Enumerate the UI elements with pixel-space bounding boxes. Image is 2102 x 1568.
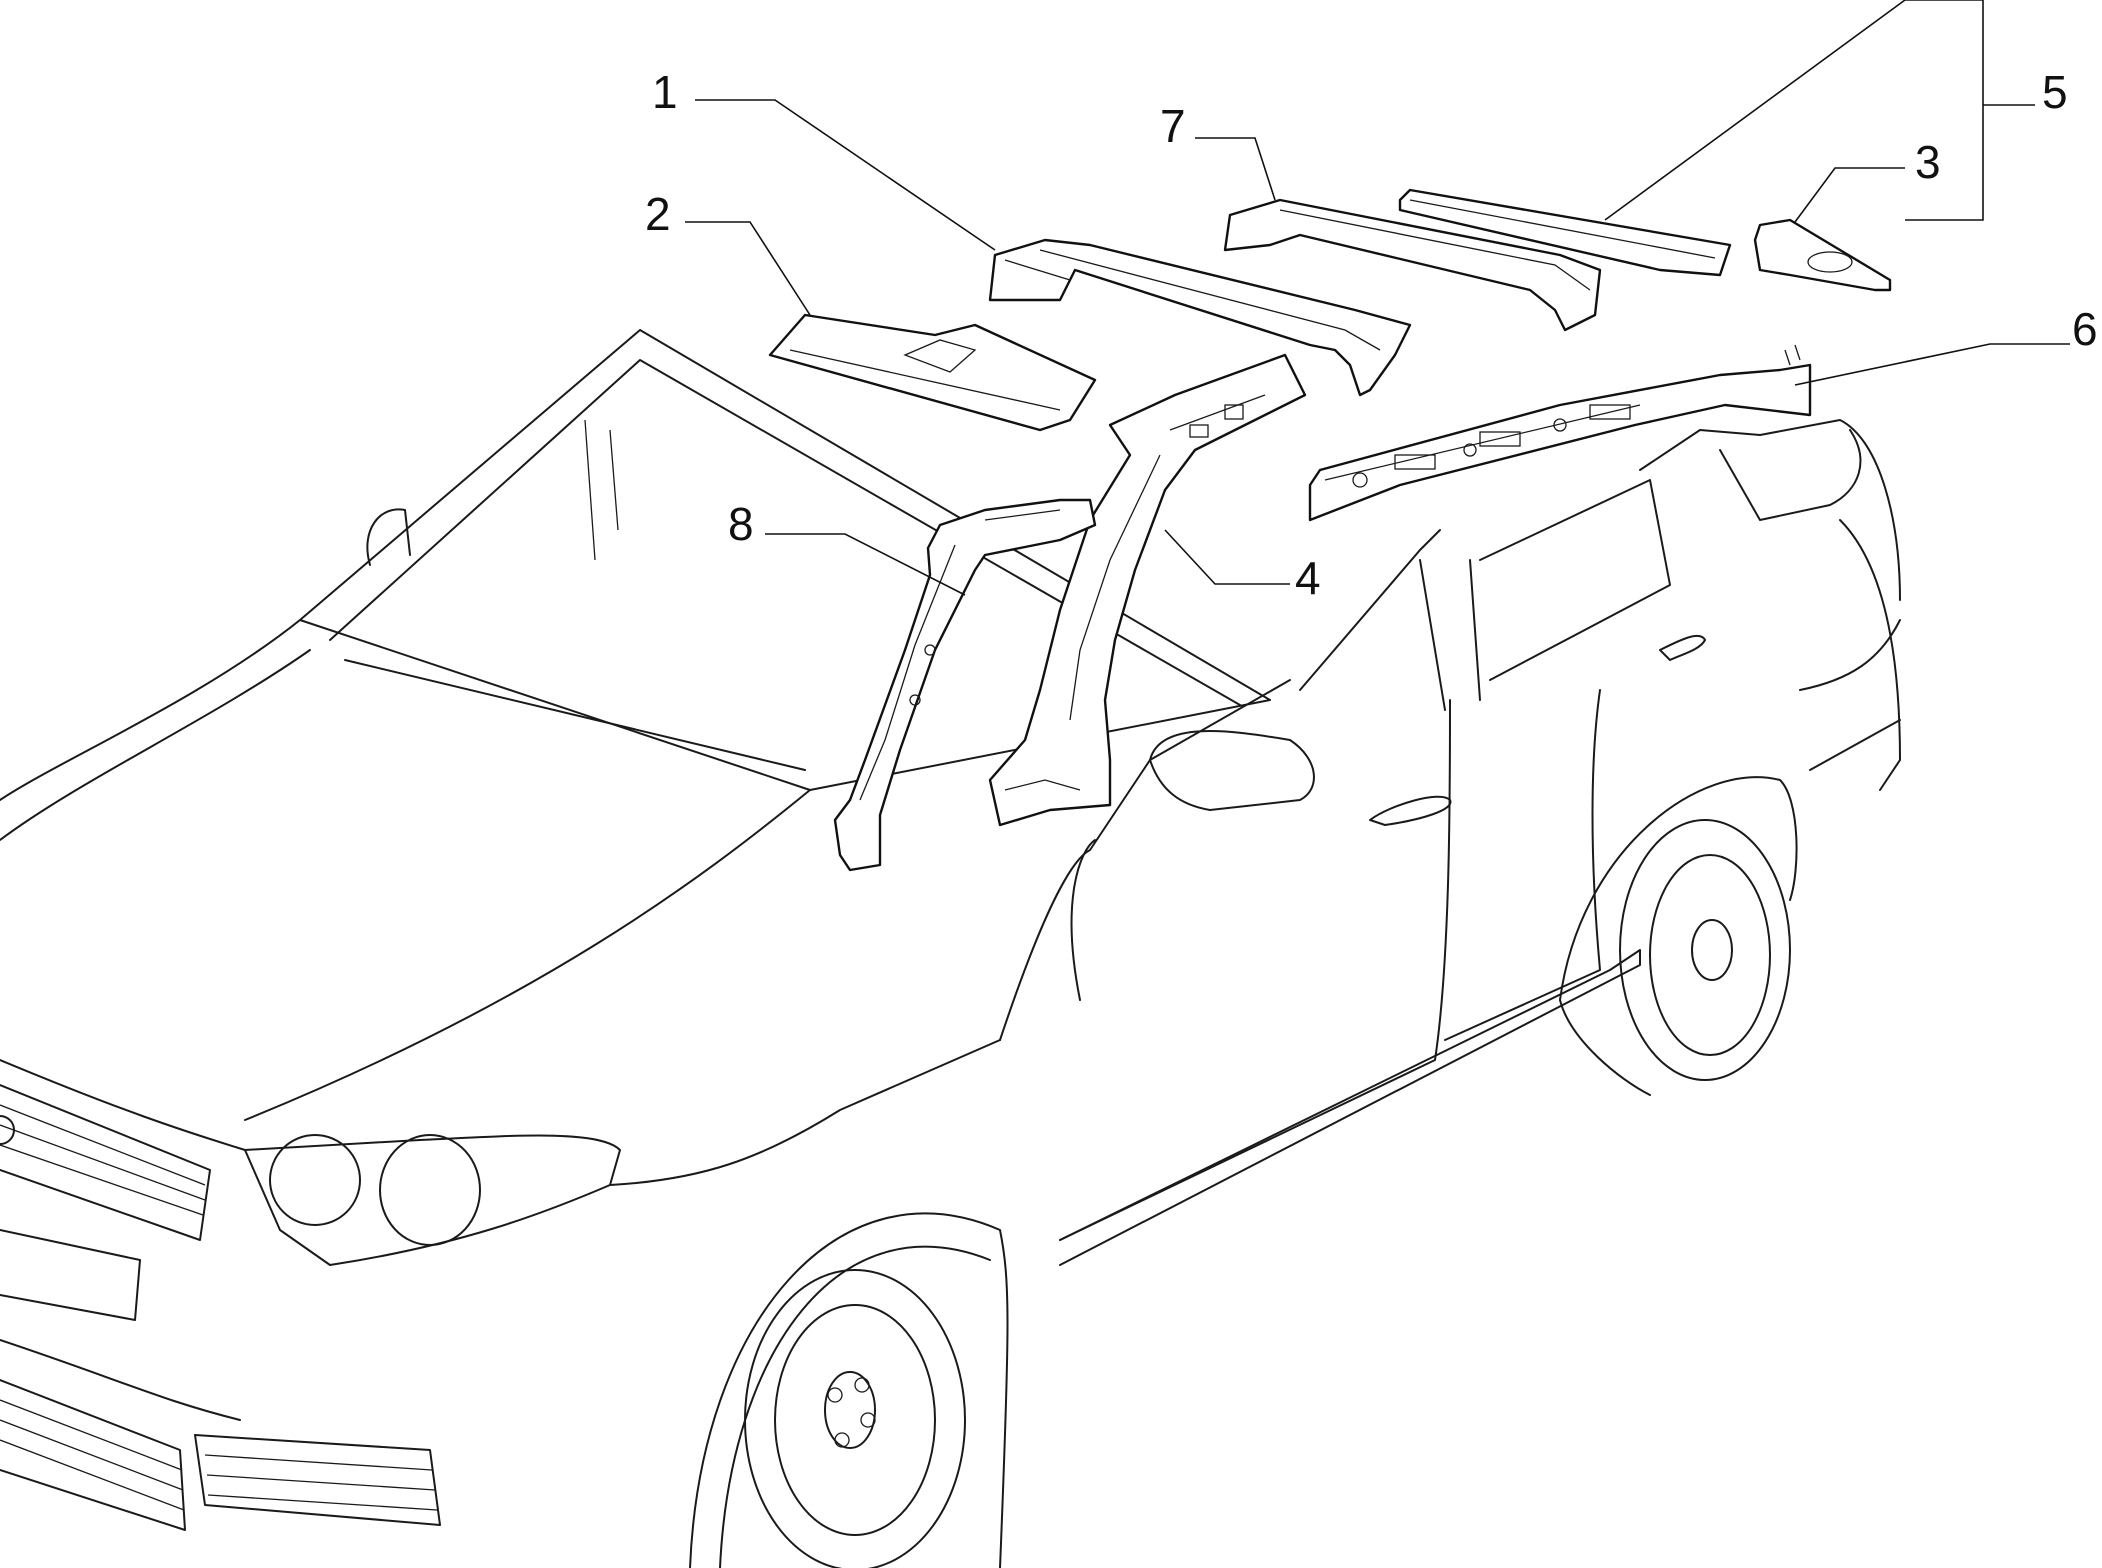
part-6-roof-side-rail bbox=[1308, 363, 1812, 522]
callout-4: 4 bbox=[1295, 552, 1321, 604]
part-5-rear-roof-rail bbox=[1398, 188, 1732, 277]
leader-5-bracket bbox=[1905, 0, 1984, 221]
callout-3: 3 bbox=[1915, 136, 1941, 188]
car-outline bbox=[0, 329, 1901, 1568]
leader-2 bbox=[685, 221, 811, 316]
leader-1 bbox=[695, 99, 996, 251]
part-3-rear-corner-bracket bbox=[1753, 218, 1892, 292]
leader-lines bbox=[685, 0, 2070, 596]
callout-6: 6 bbox=[2072, 303, 2098, 355]
part-4-pillar bbox=[988, 353, 1307, 827]
leader-6 bbox=[1794, 343, 2070, 386]
leader-4 bbox=[1164, 529, 1290, 585]
callout-2: 2 bbox=[645, 188, 671, 240]
callout-7: 7 bbox=[1160, 100, 1186, 152]
part-1-front-roof-bow bbox=[988, 238, 1412, 397]
callout-1: 1 bbox=[652, 66, 678, 118]
leader-7 bbox=[1195, 137, 1276, 201]
callout-5: 5 bbox=[2042, 66, 2068, 118]
callout-8: 8 bbox=[728, 498, 754, 550]
part-7-rear-roof-bow bbox=[1223, 198, 1602, 332]
leader-5-part bbox=[1604, 0, 1906, 221]
callout-labels: 1 2 3 4 5 6 7 8 bbox=[645, 66, 2098, 604]
leader-3 bbox=[1794, 167, 1905, 223]
part-8-pillar-inner bbox=[833, 498, 1097, 872]
part-2-front-roof-crossmember bbox=[768, 313, 1097, 432]
leader-8 bbox=[765, 533, 966, 596]
